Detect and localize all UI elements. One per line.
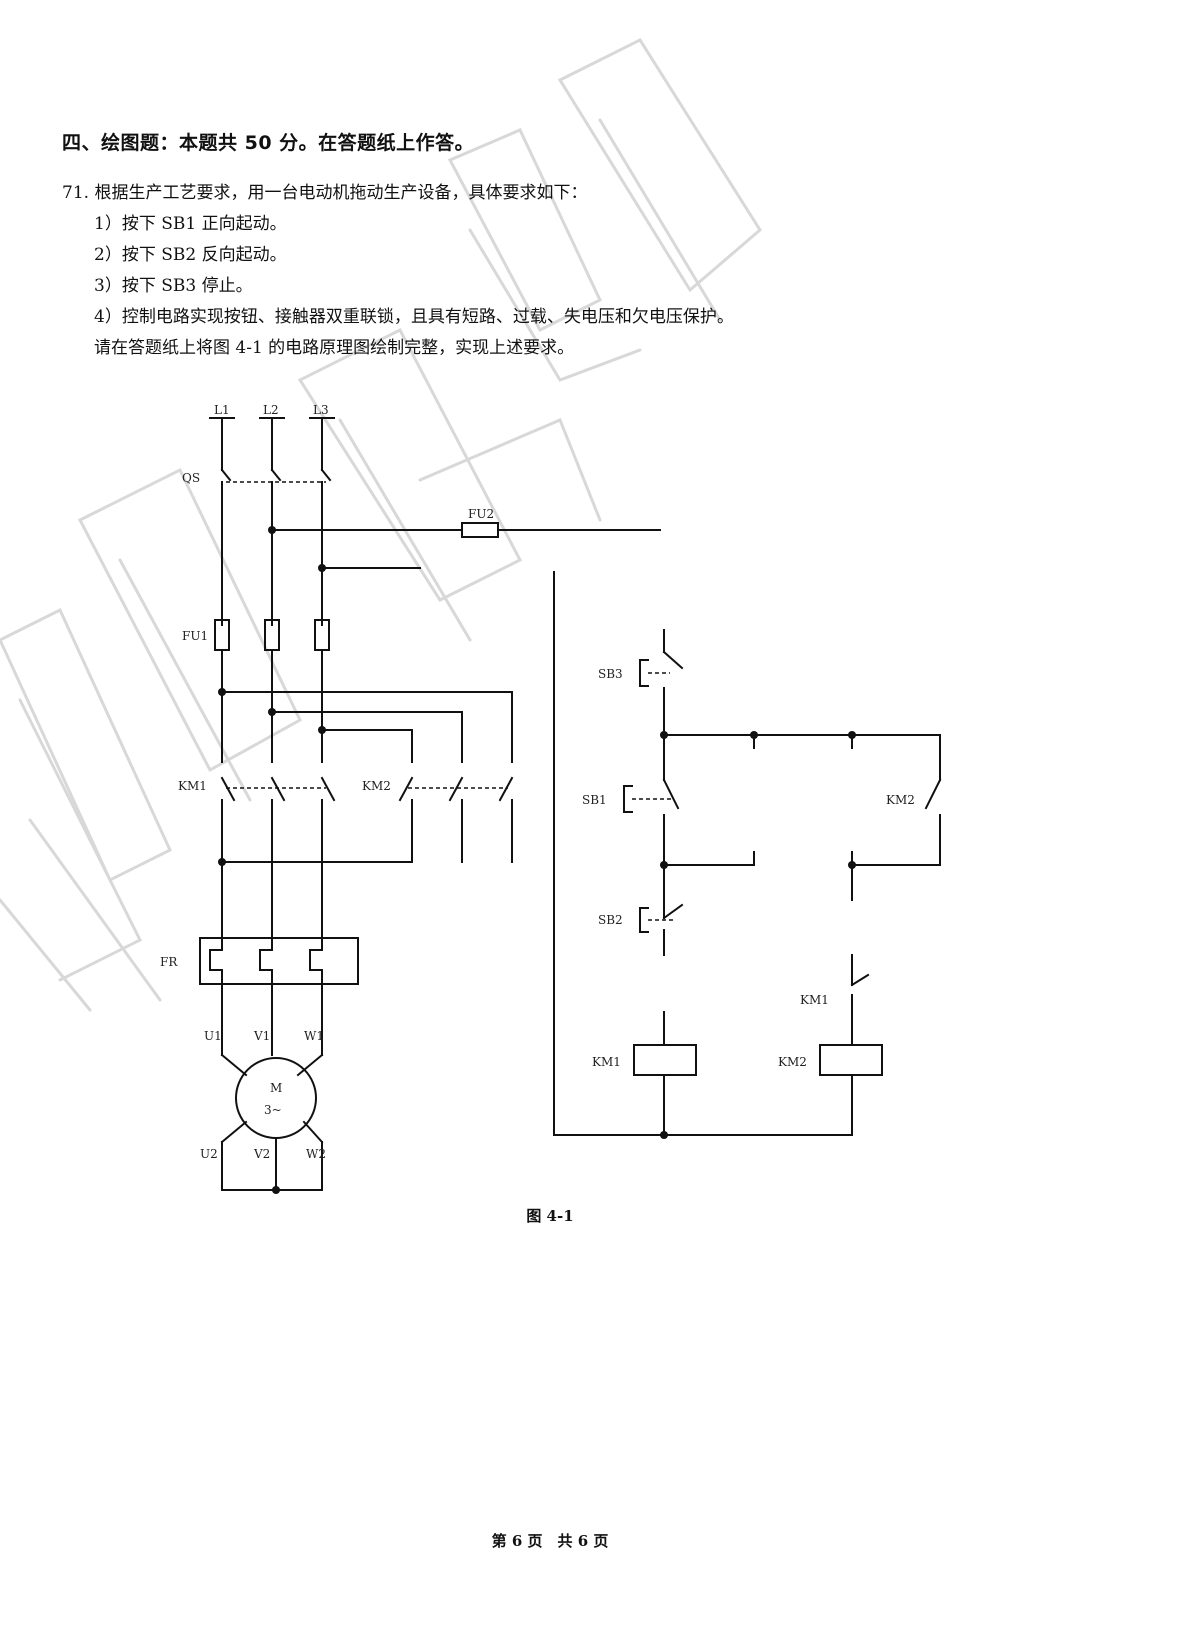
label-qs: QS [182,471,200,485]
figure-caption: 图 4-1 [526,1207,574,1225]
question-stem: 71. 根据生产工艺要求，用一台电动机拖动生产设备，具体要求如下： [62,183,588,203]
question-71: 71. 根据生产工艺要求，用一台电动机拖动生产设备，具体要求如下： 1）按下 S… [62,178,734,364]
label-sb3: SB3 [598,667,623,681]
requirement-3: 3）按下 SB3 停止。 [94,276,253,296]
label-w1: W1 [304,1029,324,1043]
page-footer: 第 6 页 共 6 页 [491,1532,609,1550]
label-sb1: SB1 [582,793,607,807]
requirement-2: 2）按下 SB2 反向起动。 [94,245,287,265]
label-km1-coil: KM1 [592,1055,621,1069]
label-km1-aux: KM1 [800,993,829,1007]
label-motor-m: M [270,1081,282,1095]
label-w2: W2 [306,1147,326,1161]
label-l1: L1 [214,403,230,417]
circuit-diagram: L1 L2 L3 QS FU2 FU1 KM1 KM2 FR U1 V1 W1 … [160,403,942,1194]
label-fr: FR [160,955,178,969]
section-title: 四、绘图题：本题共 50 分。在答题纸上作答。 [62,132,475,154]
label-fu2: FU2 [468,507,494,521]
label-sb2: SB2 [598,913,623,927]
requirement-4: 4）控制电路实现按钮、接触器双重联锁，且具有短路、过载、失电压和欠电压保护。 [94,307,734,327]
label-u1: U1 [204,1029,222,1043]
question-instruction: 请在答题纸上将图 4-1 的电路原理图绘制完整，实现上述要求。 [94,338,575,358]
label-motor-phase: 3~ [264,1103,282,1117]
label-l2: L2 [263,403,279,417]
label-km1-main: KM1 [178,779,207,793]
label-u2: U2 [200,1147,218,1161]
label-fu1: FU1 [182,629,208,643]
label-km2-main: KM2 [362,779,391,793]
label-km2-coil: KM2 [778,1055,807,1069]
label-km2-aux: KM2 [886,793,915,807]
label-v2: V2 [253,1147,270,1161]
requirement-1: 1）按下 SB1 正向起动。 [94,214,287,234]
label-l3: L3 [313,403,329,417]
label-v1: V1 [253,1029,270,1043]
